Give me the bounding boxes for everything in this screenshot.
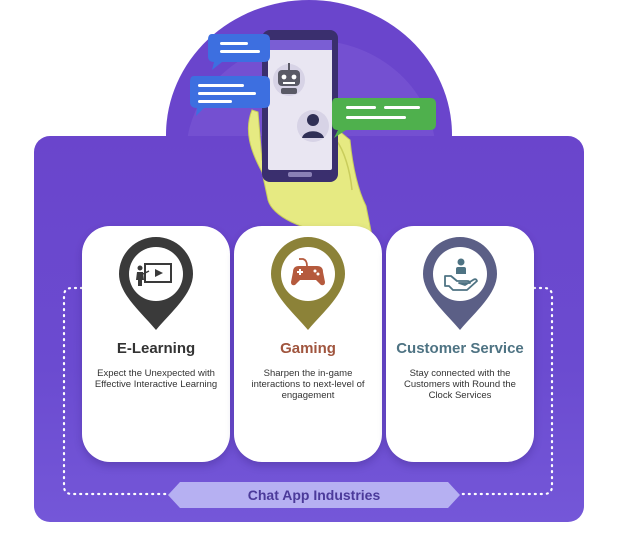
banner-shape: [168, 482, 460, 508]
robot-avatar-icon: [273, 63, 305, 96]
card-title: E-Learning: [116, 340, 196, 357]
chat-bubble-green: [332, 98, 436, 138]
card-title: Gaming: [280, 340, 336, 357]
presentation-board-icon: [119, 237, 193, 330]
card-customer-service: Customer Service Stay connected with the…: [386, 226, 534, 462]
card-title: Customer Service: [396, 340, 524, 357]
chat-bubble-blue-bottom: [190, 76, 270, 116]
banner-label: Chat App Industries: [247, 487, 381, 503]
gamepad-icon: [271, 237, 345, 330]
card-description: Stay connected with the Customers with R…: [404, 368, 516, 401]
card-description: Sharpen the in-game interactions to next…: [251, 368, 365, 401]
card-e-learning: E-Learning Expect the Unexpected with Ef…: [82, 226, 230, 462]
card-gaming: Gaming Sharpen the in-game interactions …: [234, 226, 382, 462]
customer-care-icon: [423, 237, 497, 330]
user-avatar-icon: [297, 110, 329, 142]
card-description: Expect the Unexpected with Effective Int…: [94, 368, 218, 390]
chat-bubble-blue-top: [208, 34, 270, 70]
